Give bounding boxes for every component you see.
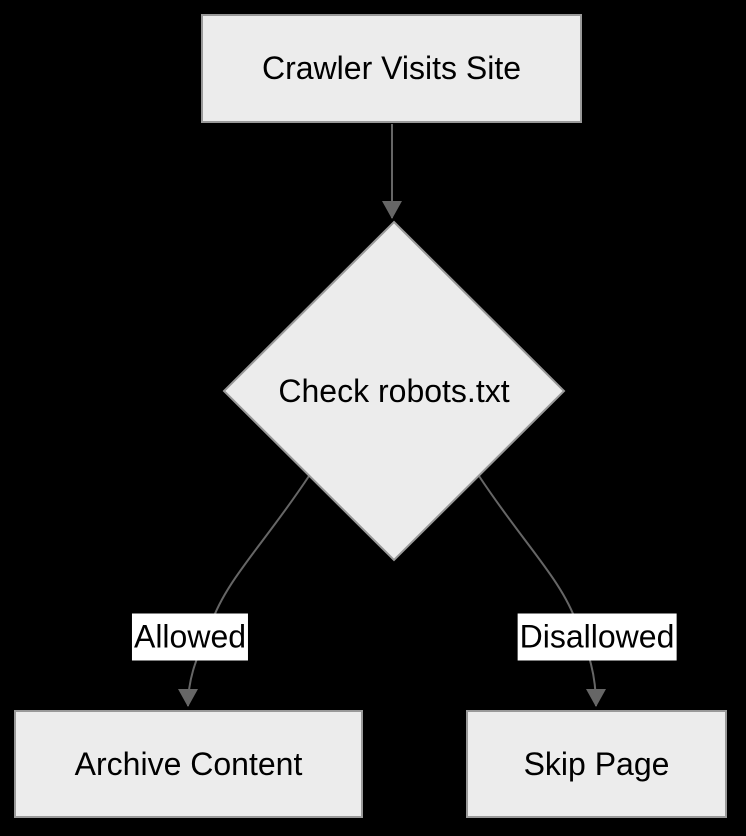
node-archive-content: Archive Content <box>14 710 363 818</box>
decision-diamond-shape <box>222 220 566 562</box>
node-crawler-label: Crawler Visits Site <box>261 50 522 86</box>
edge-label-allowed: Allowed <box>131 613 249 661</box>
edge-check-to-skip <box>478 475 606 707</box>
edge-check-to-archive <box>178 475 310 707</box>
node-check-robots: Check robots.txt <box>244 371 544 411</box>
node-skip-label: Skip Page <box>523 745 670 782</box>
node-skip-page: Skip Page <box>466 710 727 818</box>
edge-label-disallowed: Disallowed <box>517 613 677 661</box>
node-crawler-visits-site: Crawler Visits Site <box>201 14 582 123</box>
node-archive-label: Archive Content <box>74 745 303 782</box>
node-check-robots-label: Check robots.txt <box>278 372 510 409</box>
